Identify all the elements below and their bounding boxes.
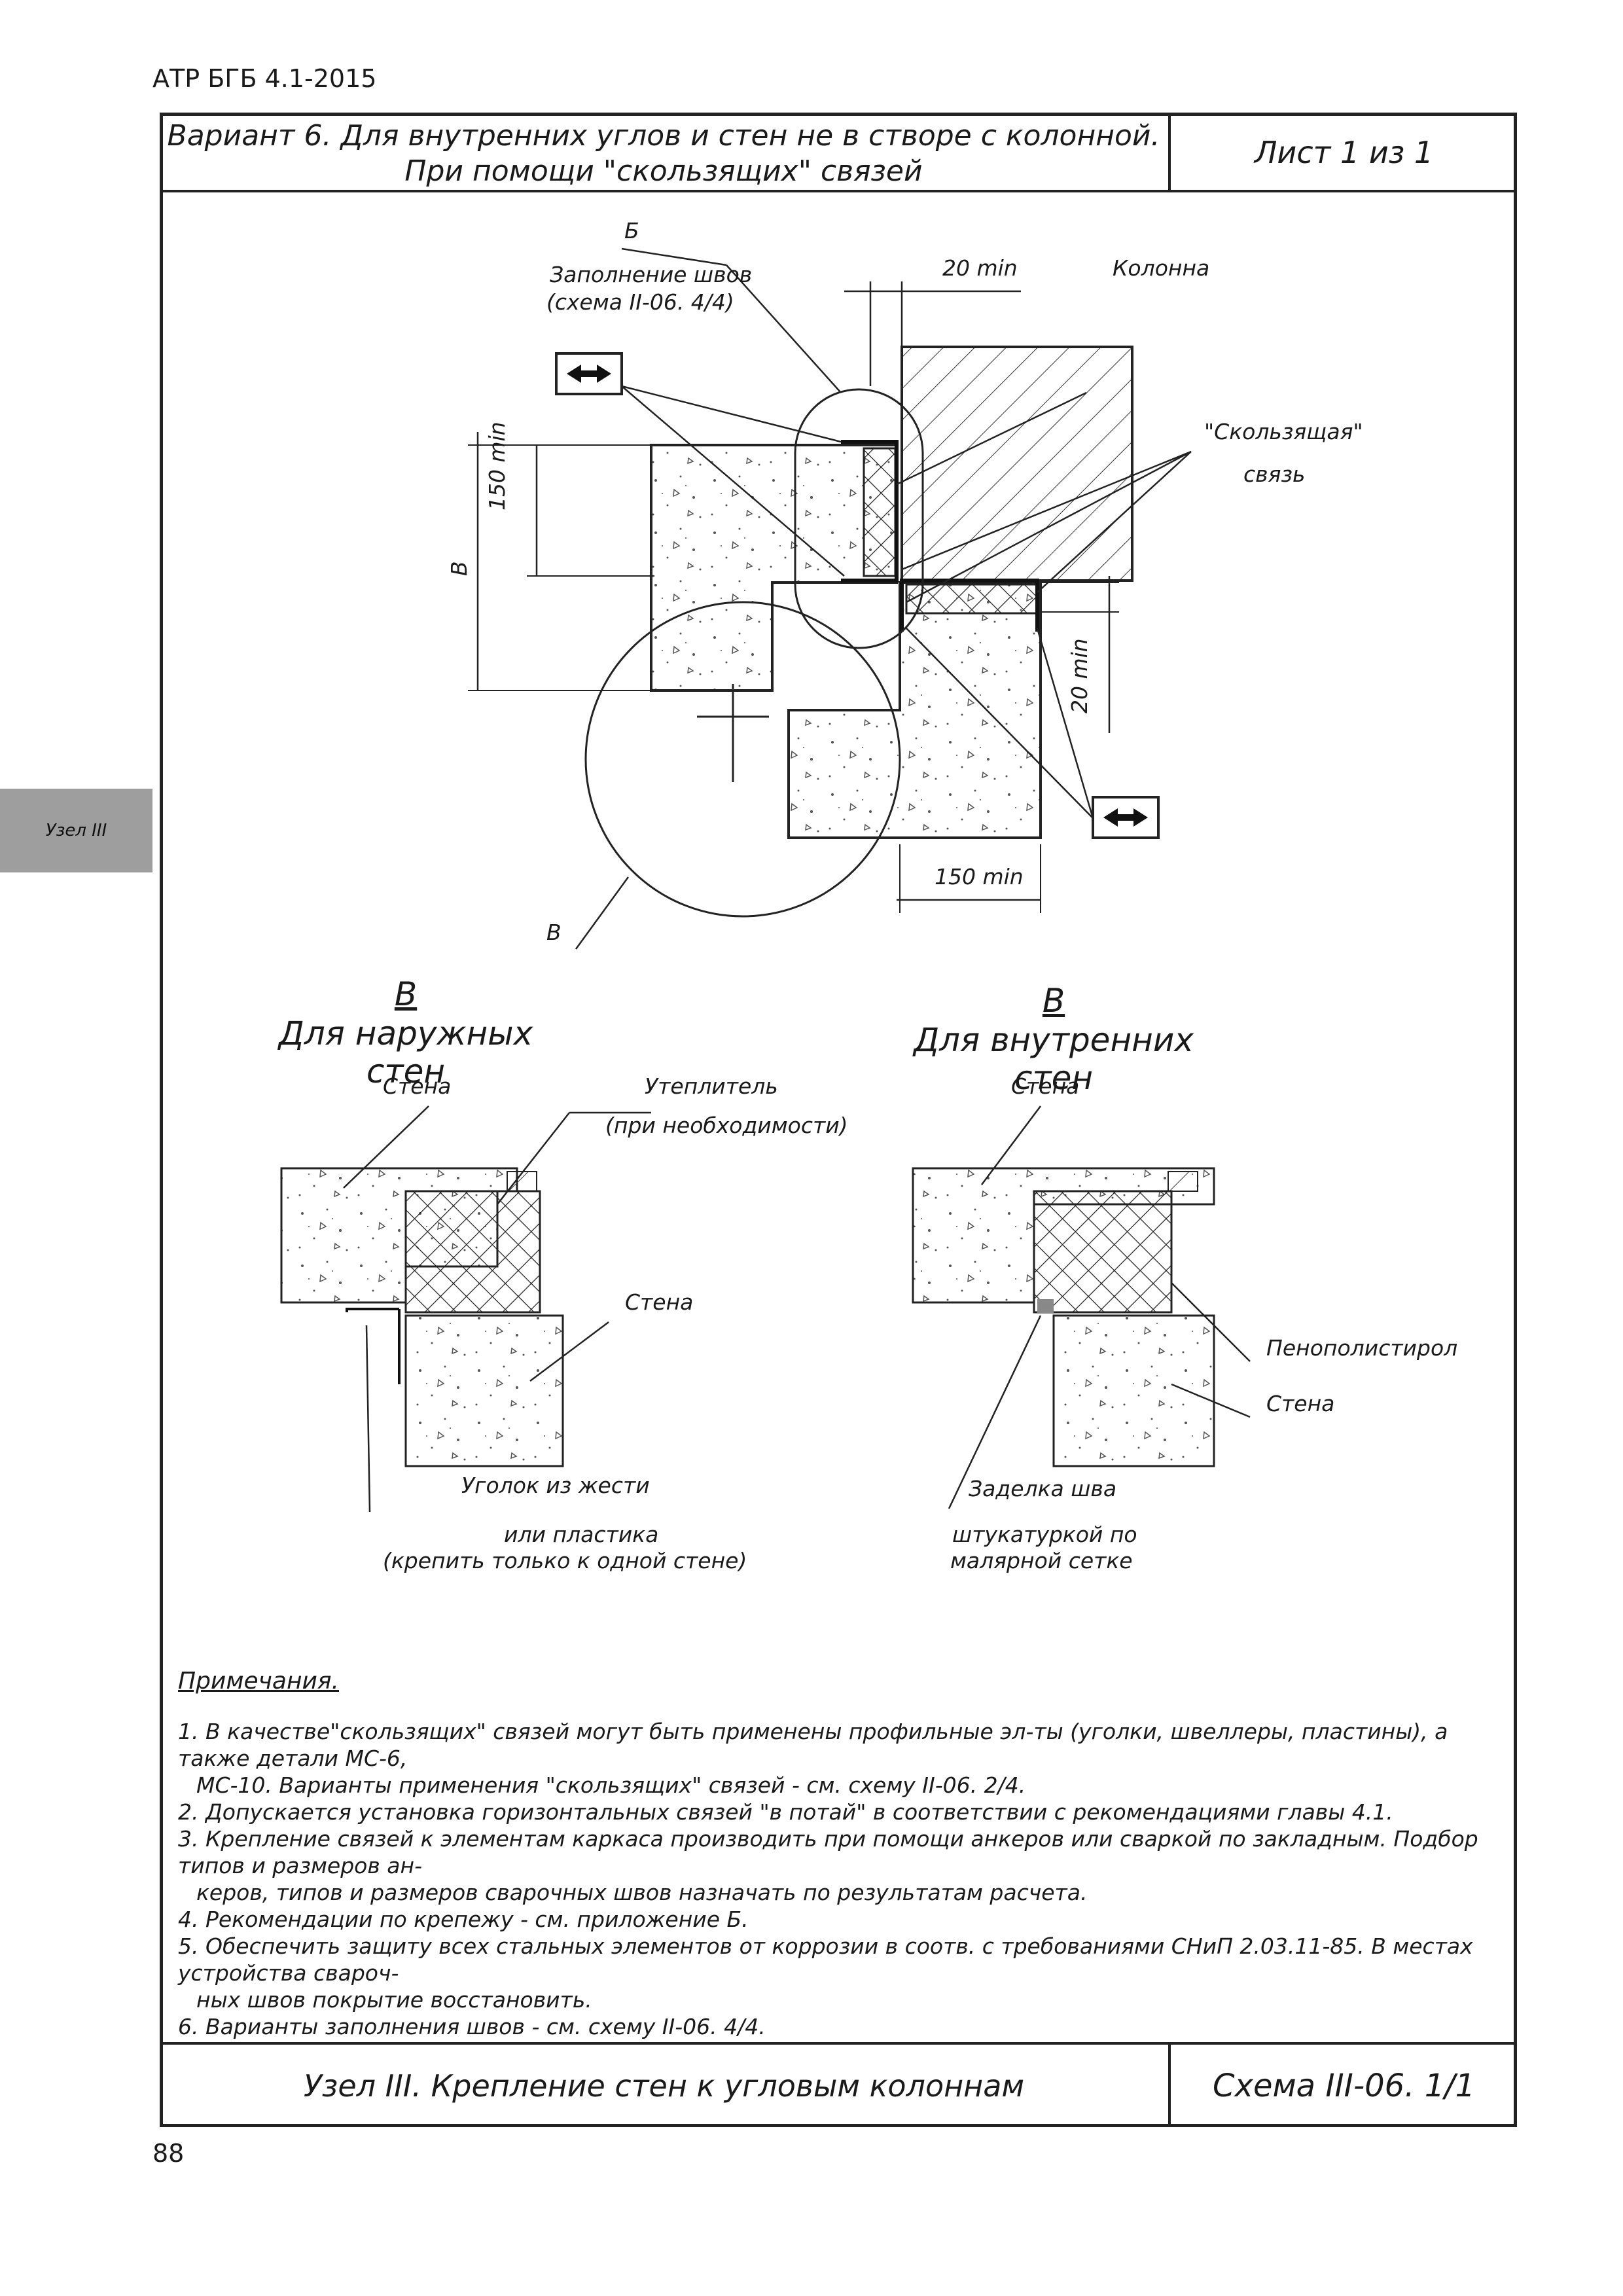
- label-20min-top: 20 min: [942, 255, 1018, 281]
- notes-title: Примечания.: [178, 1668, 339, 1695]
- note-line: 4. Рекомендации по крепежу - см. приложе…: [178, 1907, 749, 1932]
- label-seam-fill-2: (схема II-06. 4/4): [546, 289, 734, 315]
- outer-angle-label-2: или пластика: [504, 1522, 659, 1547]
- seam-fill-horizontal: [905, 583, 1039, 615]
- inner-leader-seal: [948, 1315, 1042, 1509]
- drawing-frame: [160, 113, 1517, 2127]
- detail-circle-b: [794, 388, 924, 649]
- inner-leader-foam: [1171, 1282, 1251, 1362]
- leader-b: [621, 247, 727, 266]
- seam-fill-vertical: [863, 447, 897, 577]
- label-column: Колонна: [1113, 255, 1210, 281]
- leader-column: [896, 391, 1087, 486]
- footer-border: [160, 2042, 1517, 2045]
- label-20min-right: 20 min: [1067, 638, 1092, 713]
- column: [901, 346, 1133, 582]
- inner-seal-label-1: Заделка шва: [969, 1476, 1117, 1501]
- main-plan: [468, 247, 1192, 950]
- label-sliding-1: "Скользящая": [1204, 419, 1363, 444]
- page-number: 88: [152, 2139, 185, 2168]
- outer-angle-label-3: (крепить только к одной стене): [383, 1548, 747, 1573]
- label-seam-fill-1: Заполнение швов: [550, 262, 753, 287]
- inner-foam: [1033, 1190, 1173, 1314]
- inner-heading: Для внутренних стен: [914, 1021, 1194, 1097]
- outer-leader-ins: [497, 1112, 570, 1205]
- inner-leader-wall2: [1171, 1383, 1251, 1418]
- inner-seal-label-2: штукатуркой по: [952, 1522, 1137, 1547]
- leader-arrow-2a: [1036, 628, 1094, 819]
- inner-leader-wall: [981, 1105, 1041, 1185]
- document-code: АТР БГБ 4.1-2015: [152, 64, 377, 93]
- outer-leader-wall2: [529, 1321, 609, 1382]
- sliding-tie-2: [900, 579, 1039, 632]
- footer-title: Узел III. Крепление стен к угловым колон…: [303, 2068, 1025, 2104]
- outer-cap: [507, 1171, 537, 1192]
- note-line: керов, типов и размеров сварочных швов н…: [196, 1880, 1088, 1905]
- outer-insulation-label-1: Утеплитель: [645, 1073, 778, 1099]
- side-tab[interactable]: Узел III: [0, 789, 152, 872]
- movement-arrow-box-2: [1092, 796, 1160, 839]
- outer-insulation-label-2: (при необходимости): [605, 1113, 848, 1138]
- inner-letter: В: [1042, 982, 1065, 1020]
- inner-seal-label-3: малярной сетке: [950, 1548, 1133, 1573]
- outer-wall-top-label: Стена: [383, 1073, 452, 1099]
- label-b: Б: [624, 218, 639, 243]
- leader-seam-fill: [726, 264, 842, 393]
- title-divider: [1168, 113, 1171, 192]
- notes-list: 1. В качестве"скользящих" связей могут б…: [178, 1718, 1493, 2040]
- outer-angle: [346, 1308, 401, 1384]
- outer-angle-label-1: Уголок из жести: [461, 1473, 650, 1498]
- outer-letter: В: [394, 975, 418, 1013]
- inner-wall-right-label: Стена: [1266, 1391, 1335, 1416]
- leader-arrow-1a: [621, 385, 842, 443]
- footer-divider: [1168, 2042, 1171, 2127]
- inner-seal: [1037, 1299, 1054, 1314]
- label-150min-bottom: 150 min: [935, 864, 1024, 889]
- note-line: ных швов покрытие восстановить.: [196, 1987, 592, 2013]
- outer-leader-angle: [365, 1325, 371, 1513]
- leader-tie-3: [906, 450, 1192, 603]
- title-line-1: Вариант 6. Для внутренних углов и стен н…: [167, 119, 1160, 152]
- footer-scheme: Схема III-06. 1/1: [1213, 2068, 1475, 2104]
- note-line: 1. В качестве"скользящих" связей могут б…: [178, 1719, 1448, 1771]
- movement-arrow-box-1: [555, 352, 623, 395]
- inner-foam-label: Пенополистирол: [1266, 1335, 1458, 1361]
- leader-arrow-1b: [621, 386, 845, 577]
- wall-lower: [787, 581, 1042, 839]
- inner-cap: [1168, 1171, 1198, 1192]
- leader-v: [575, 876, 630, 950]
- detail-inner-walls: [912, 1105, 1251, 1509]
- sheet-number: Лист 1 из 1: [1254, 135, 1434, 170]
- outer-leader-wall: [343, 1105, 429, 1189]
- leader-arrow-2b: [906, 628, 1094, 819]
- leader-tie-1: [901, 450, 1192, 571]
- note-line: 6. Варианты заполнения швов - см. схему …: [178, 2014, 766, 2039]
- title-row: [160, 113, 1517, 192]
- sliding-tie-1: [841, 440, 899, 583]
- sheet-title: Вариант 6. Для внутренних углов и стен н…: [160, 118, 1168, 190]
- outer-wall-right: [404, 1314, 564, 1467]
- label-sliding-2: связь: [1243, 461, 1306, 487]
- outer-heading: Для наружных стен: [278, 1014, 533, 1090]
- note-line: 3. Крепление связей к элементам каркаса …: [178, 1826, 1478, 1878]
- label-v: В: [546, 920, 562, 945]
- note-line: МС-10. Варианты применения "скользящих" …: [196, 1772, 1026, 1798]
- note-line: 5. Обеспечить защиту всех стальных элеме…: [178, 1933, 1473, 1986]
- inner-wall-right: [1052, 1314, 1215, 1467]
- detail-outer-walls: [280, 1105, 651, 1513]
- outer-insulation: [404, 1190, 541, 1314]
- leader-tie-2: [1037, 451, 1192, 593]
- note-line: 2. Допускается установка горизонтальных …: [178, 1799, 1393, 1825]
- outer-wall-right-label: Стена: [625, 1289, 694, 1315]
- title-line-2: При помощи "скользящих" связей: [404, 154, 923, 188]
- inner-wall-top-label: Стена: [1011, 1073, 1080, 1099]
- label-dim-v: В: [446, 561, 472, 576]
- detail-circle-v: [584, 601, 901, 918]
- label-150min-left: 150 min: [484, 422, 510, 511]
